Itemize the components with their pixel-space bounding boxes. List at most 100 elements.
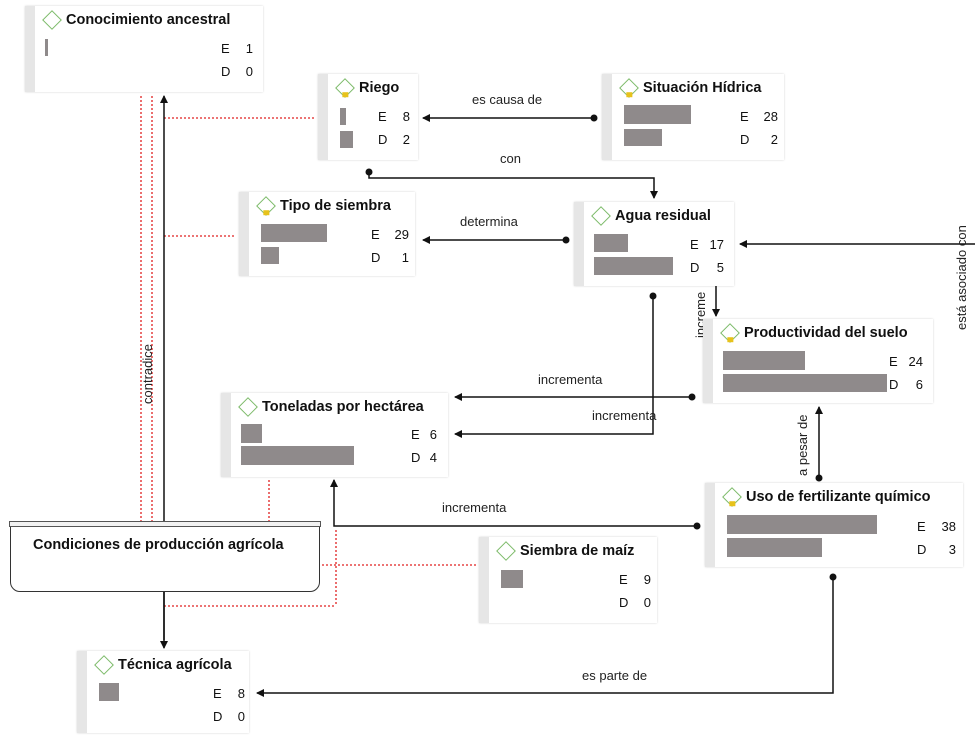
label-d: D [619, 595, 629, 610]
node-strip [602, 74, 612, 160]
label-e: E [619, 572, 628, 587]
value-d: 0 [245, 64, 253, 79]
group-diamond-icon-secondary [24, 541, 33, 550]
label-d: D [690, 260, 700, 275]
memo-icon [626, 92, 633, 98]
label-d: D [889, 377, 899, 392]
bar-d [594, 257, 673, 275]
node-strip [239, 192, 249, 276]
value-e: 6 [429, 427, 437, 442]
code-diamond-icon [722, 487, 742, 507]
label-e: E [690, 237, 699, 252]
node-title: Productividad del suelo [744, 325, 908, 341]
label-d: D [221, 64, 231, 79]
node-title: Agua residual [615, 208, 711, 224]
bar-e [723, 351, 805, 370]
bar-d [727, 538, 822, 557]
node-siembra-de-maiz[interactable]: Siembra de maíz E 9 D 0 [479, 537, 657, 623]
node-tecnica-agricola[interactable]: Técnica agrícola E 8 D 0 [77, 651, 249, 733]
bar-d [261, 247, 279, 264]
group-title: Condiciones de producción agrícola [33, 537, 284, 553]
bar-e [261, 224, 327, 242]
label-d: D [740, 132, 750, 147]
label-d: D [371, 250, 381, 265]
memo-icon [727, 337, 734, 343]
code-diamond-icon [94, 655, 114, 675]
node-situacion-hidrica[interactable]: Situación Hídrica E 28 D 2 [602, 74, 784, 160]
edge-incrementa-3 [330, 479, 697, 527]
value-d: 2 [770, 132, 778, 147]
node-strip [77, 651, 87, 733]
edge-label-contradice: contradice [140, 344, 155, 404]
value-e: 17 [709, 237, 724, 252]
label-d: D [411, 450, 421, 465]
label-e: E [889, 354, 898, 369]
bar-d [624, 129, 662, 146]
value-e: 38 [941, 519, 956, 534]
edge-incrementa-2 [454, 296, 654, 438]
code-diamond-icon [591, 206, 611, 226]
edge-es-parte-de [256, 577, 834, 697]
memo-icon [263, 210, 270, 216]
value-d: 6 [915, 377, 923, 392]
bar-e [241, 424, 262, 443]
node-title: Técnica agrícola [118, 657, 232, 673]
edge-label-incrementa-3: incrementa [442, 500, 507, 515]
node-tipo-de-siembra[interactable]: Tipo de siembra E 29 D 1 [239, 192, 415, 276]
node-strip [574, 202, 584, 286]
code-diamond-icon [720, 323, 740, 343]
label-e: E [411, 427, 420, 442]
bar-d [340, 131, 353, 148]
association-lines [140, 96, 476, 607]
code-diamond-icon [256, 196, 276, 216]
edge-label-determina: determina [460, 214, 518, 229]
node-strip [703, 319, 713, 403]
label-e: E [917, 519, 926, 534]
node-title: Riego [359, 80, 400, 96]
edge-label-a-pesar-de: a pesar de [795, 414, 810, 476]
label-e: E [371, 227, 380, 242]
value-d: 3 [948, 542, 956, 557]
code-diamond-icon [496, 541, 516, 561]
node-strip [221, 393, 231, 477]
node-productividad-del-suelo[interactable]: Productividad del suelo E 24 D 6 [703, 319, 933, 403]
edge-label-incrementa-2: incrementa [592, 408, 657, 423]
code-diamond-icon [42, 10, 62, 30]
node-title: Uso de fertilizante químico [746, 489, 931, 505]
bar-e [594, 234, 628, 252]
value-e: 8 [237, 686, 245, 701]
group-header-bar [9, 521, 321, 527]
memo-icon [729, 501, 736, 507]
node-toneladas-por-hectarea[interactable]: Toneladas por hectárea E 6 D 4 [221, 393, 448, 477]
node-agua-residual[interactable]: Agua residual E 17 D 5 [574, 202, 734, 286]
node-uso-de-fertilizante-quimico[interactable]: Uso de fertilizante químico E 38 D 3 [705, 483, 963, 567]
group-condiciones-produccion[interactable]: Condiciones de producción agrícola [9, 521, 321, 592]
value-e: 28 [763, 109, 778, 124]
value-d: 2 [402, 132, 410, 147]
edge-label-esta-asociado-con: está asociado con [954, 225, 969, 330]
bar-d [241, 446, 354, 465]
edge-label-es-causa-de: es causa de [472, 92, 543, 107]
edge-label-incrementa-1: incrementa [538, 372, 603, 387]
value-d: 0 [643, 595, 651, 610]
edge-label-es-parte-de: es parte de [582, 668, 648, 683]
node-strip [25, 6, 35, 92]
bar-e [45, 39, 48, 56]
value-d: 0 [237, 709, 245, 724]
node-conocimiento-ancestral[interactable]: Conocimiento ancestral E 1 D 0 [25, 6, 263, 92]
edge-label-con: con [500, 151, 521, 166]
memo-icon [342, 92, 349, 98]
code-diamond-icon [619, 78, 639, 98]
bar-e [99, 683, 119, 701]
label-d: D [378, 132, 388, 147]
node-riego[interactable]: Riego E 8 D 2 [318, 74, 418, 160]
bar-e [624, 105, 691, 124]
label-e: E [213, 686, 222, 701]
value-d: 4 [429, 450, 437, 465]
label-e: E [378, 109, 387, 124]
node-strip [479, 537, 489, 623]
bar-d [723, 374, 887, 392]
label-e: E [740, 109, 749, 124]
